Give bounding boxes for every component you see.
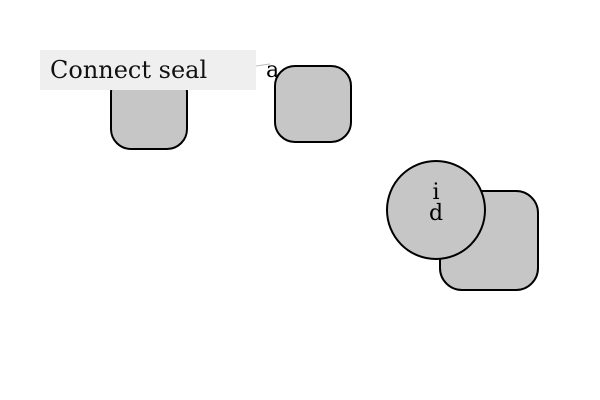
tooltip: Connect seal xyxy=(40,50,256,90)
circle-label-d: d xyxy=(429,201,443,226)
circle-label-i: i xyxy=(432,180,439,205)
node-label-a: a xyxy=(266,58,279,83)
circle-node[interactable] xyxy=(386,160,486,260)
tooltip-background xyxy=(40,50,256,90)
tooltip-leader-line xyxy=(255,63,271,67)
tooltip-text: Connect seal xyxy=(50,56,207,84)
rounded-square-a[interactable] xyxy=(274,65,352,143)
